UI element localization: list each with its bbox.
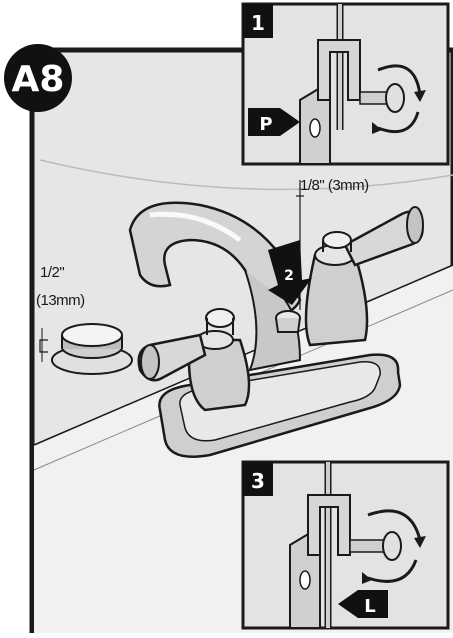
right-handle — [304, 206, 424, 347]
inset-3-marker: L — [364, 596, 375, 617]
left-handle — [137, 308, 251, 412]
step-badge-label: A8 — [12, 59, 65, 100]
step2-number: 2 — [284, 268, 294, 284]
inset-3-number: 3 — [251, 469, 265, 493]
lift-rod-measure-label: 1/8" (3mm) — [300, 177, 369, 194]
inset-step-3: 3 L — [241, 460, 450, 630]
faucet-spout — [128, 201, 302, 372]
inset-1-number: 1 — [251, 11, 265, 35]
drain-measure-label-2: (13mm) — [36, 292, 85, 309]
step-badge: A8 — [4, 44, 72, 112]
drain-measure-label-1: 1/2" — [40, 264, 64, 281]
inset-step-1: 1 P — [241, 2, 450, 166]
inset-1-marker: P — [259, 114, 272, 135]
step2-arrow: 2 — [268, 240, 312, 305]
drain-flange — [39, 323, 133, 375]
